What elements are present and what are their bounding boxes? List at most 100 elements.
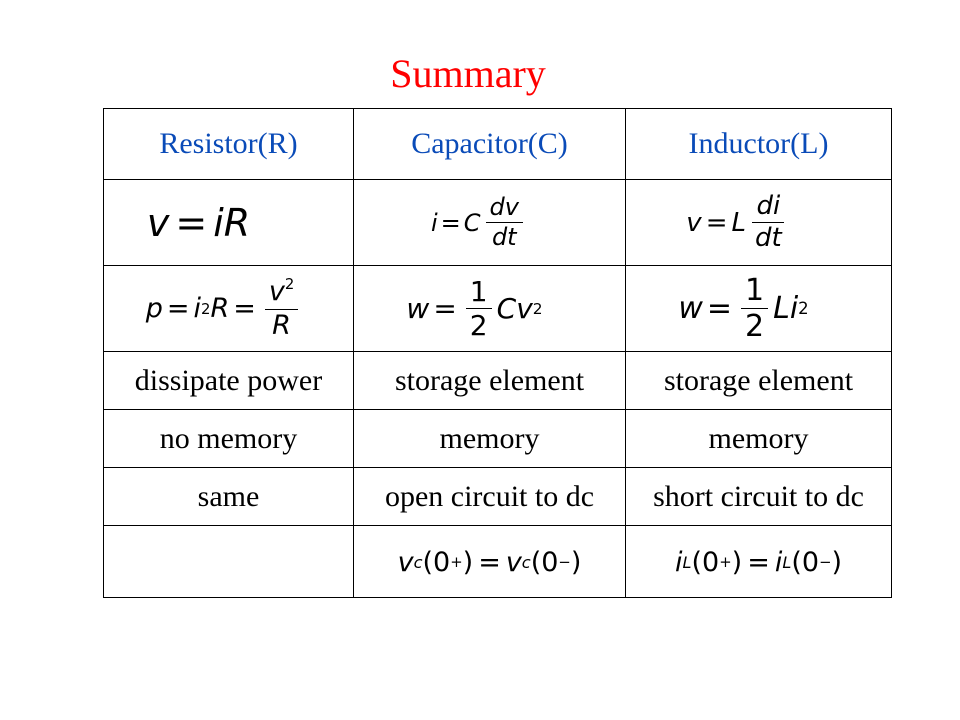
header-resistor: Resistor(R) xyxy=(103,108,354,180)
formula-symbol: w xyxy=(678,291,703,326)
formula-symbol: 2 xyxy=(532,299,543,318)
formula-symbol: 2 xyxy=(201,299,211,318)
formula-symbol: 1 2 xyxy=(465,276,492,342)
resistor-ohms-law-cell: v = i R xyxy=(103,179,354,266)
header-row: Resistor(R) Capacitor(C) Inductor(L) xyxy=(103,108,892,180)
formula-symbol: ) xyxy=(731,546,743,578)
formula-symbol: dt xyxy=(754,223,782,253)
formula-symbol: = xyxy=(166,293,190,324)
vi-relation-row: v = i R i = C dv dt v = L xyxy=(103,179,892,266)
inductor-voltage-cell: v = L di dt xyxy=(625,179,892,266)
formula-symbol: (0 xyxy=(791,546,820,578)
formula-symbol: = xyxy=(705,207,728,238)
capacitor-memory: memory xyxy=(353,409,626,468)
formula-symbol: 1 xyxy=(465,276,492,309)
formula-symbol: L xyxy=(682,552,692,572)
formula-symbol: v xyxy=(516,292,533,325)
summary-table: Resistor(R) Capacitor(C) Inductor(L) v =… xyxy=(103,108,892,598)
formula-symbol: ) xyxy=(831,546,843,578)
formula-symbol: C xyxy=(463,208,481,237)
formula-symbol: di dt xyxy=(751,192,786,253)
formula-symbol: p xyxy=(145,293,163,324)
resistor-continuity-cell xyxy=(103,525,354,598)
formula-symbol: i xyxy=(789,291,799,326)
formula-symbol: (0 xyxy=(530,546,559,578)
capacitor-dc-behavior: open circuit to dc xyxy=(353,467,626,526)
formula-symbol: ) xyxy=(462,546,474,578)
formula-symbol: v xyxy=(505,546,522,578)
formula-symbol: 2 xyxy=(798,299,809,318)
formula-symbol: (0 xyxy=(422,546,451,578)
capacitor-current-cell: i = C dv dt xyxy=(353,179,626,266)
table-row: dissipate power storage element storage … xyxy=(103,351,892,410)
table-row: no memory memory memory xyxy=(103,409,892,468)
formula-symbol: di xyxy=(752,192,785,223)
formula-symbol: = xyxy=(440,208,461,237)
formula-symbol: = xyxy=(175,200,208,245)
formula-symbol: = xyxy=(433,292,457,325)
formula-symbol: dv xyxy=(485,194,523,223)
table-row: same open circuit to dc short circuit to… xyxy=(103,467,892,526)
formula-symbol: C xyxy=(496,292,517,325)
formula-symbol: dv dt xyxy=(485,194,523,251)
formula-symbol: i xyxy=(193,293,201,324)
formula-symbol: w xyxy=(406,292,430,325)
formula-symbol: v2 R xyxy=(264,275,299,341)
formula-symbol: i xyxy=(674,546,683,578)
formula-symbol: − xyxy=(558,553,571,571)
formula-symbol: dt xyxy=(491,223,517,251)
resistor-dc-behavior: same xyxy=(103,467,354,526)
inductor-power-behavior: storage element xyxy=(625,351,892,410)
formula-symbol: = xyxy=(233,293,256,324)
formula-symbol: + xyxy=(450,553,463,571)
header-inductor: Inductor(L) xyxy=(625,108,892,180)
formula-symbol: i xyxy=(431,208,438,237)
capacitor-current-formula: i = C dv dt xyxy=(431,194,528,251)
formula-symbol: i xyxy=(774,546,783,578)
formula-symbol: 2 xyxy=(284,275,295,294)
inductor-memory: memory xyxy=(625,409,892,468)
formula-symbol: − xyxy=(819,553,832,571)
capacitor-power-behavior: storage element xyxy=(353,351,626,410)
formula-symbol: 1 xyxy=(741,274,769,309)
formula-symbol: R xyxy=(210,293,230,324)
formula-symbol: R xyxy=(272,309,291,341)
formula-symbol: = xyxy=(478,546,501,578)
formula-symbol: 1 2 xyxy=(741,274,769,343)
resistor-memory: no memory xyxy=(103,409,354,468)
formula-symbol: = xyxy=(706,291,733,326)
formula-symbol: 2 xyxy=(469,309,488,342)
resistor-power-behavior: dissipate power xyxy=(103,351,354,410)
resistor-ohms-law-formula: v = i R xyxy=(147,201,250,245)
formula-symbol: R xyxy=(223,200,251,245)
formula-symbol: c xyxy=(521,552,531,572)
formula-symbol: v xyxy=(268,276,285,308)
inductor-voltage-formula: v = L di dt xyxy=(686,192,790,253)
formula-symbol: L xyxy=(731,207,746,238)
formula-symbol: c xyxy=(413,552,423,572)
slide-title: Summary xyxy=(390,51,546,96)
formula-symbol: = xyxy=(747,546,770,578)
formula-symbol: L xyxy=(782,552,792,572)
formula-symbol: v xyxy=(397,546,414,578)
formula-symbol: i xyxy=(213,200,224,245)
header-capacitor: Capacitor(C) xyxy=(353,108,626,180)
inductor-dc-behavior: short circuit to dc xyxy=(625,467,892,526)
formula-symbol: ) xyxy=(570,546,582,578)
formula-symbol: L xyxy=(773,291,790,326)
formula-symbol: v xyxy=(686,207,702,238)
formula-symbol: + xyxy=(719,553,732,571)
formula-symbol: v2 xyxy=(264,275,299,310)
